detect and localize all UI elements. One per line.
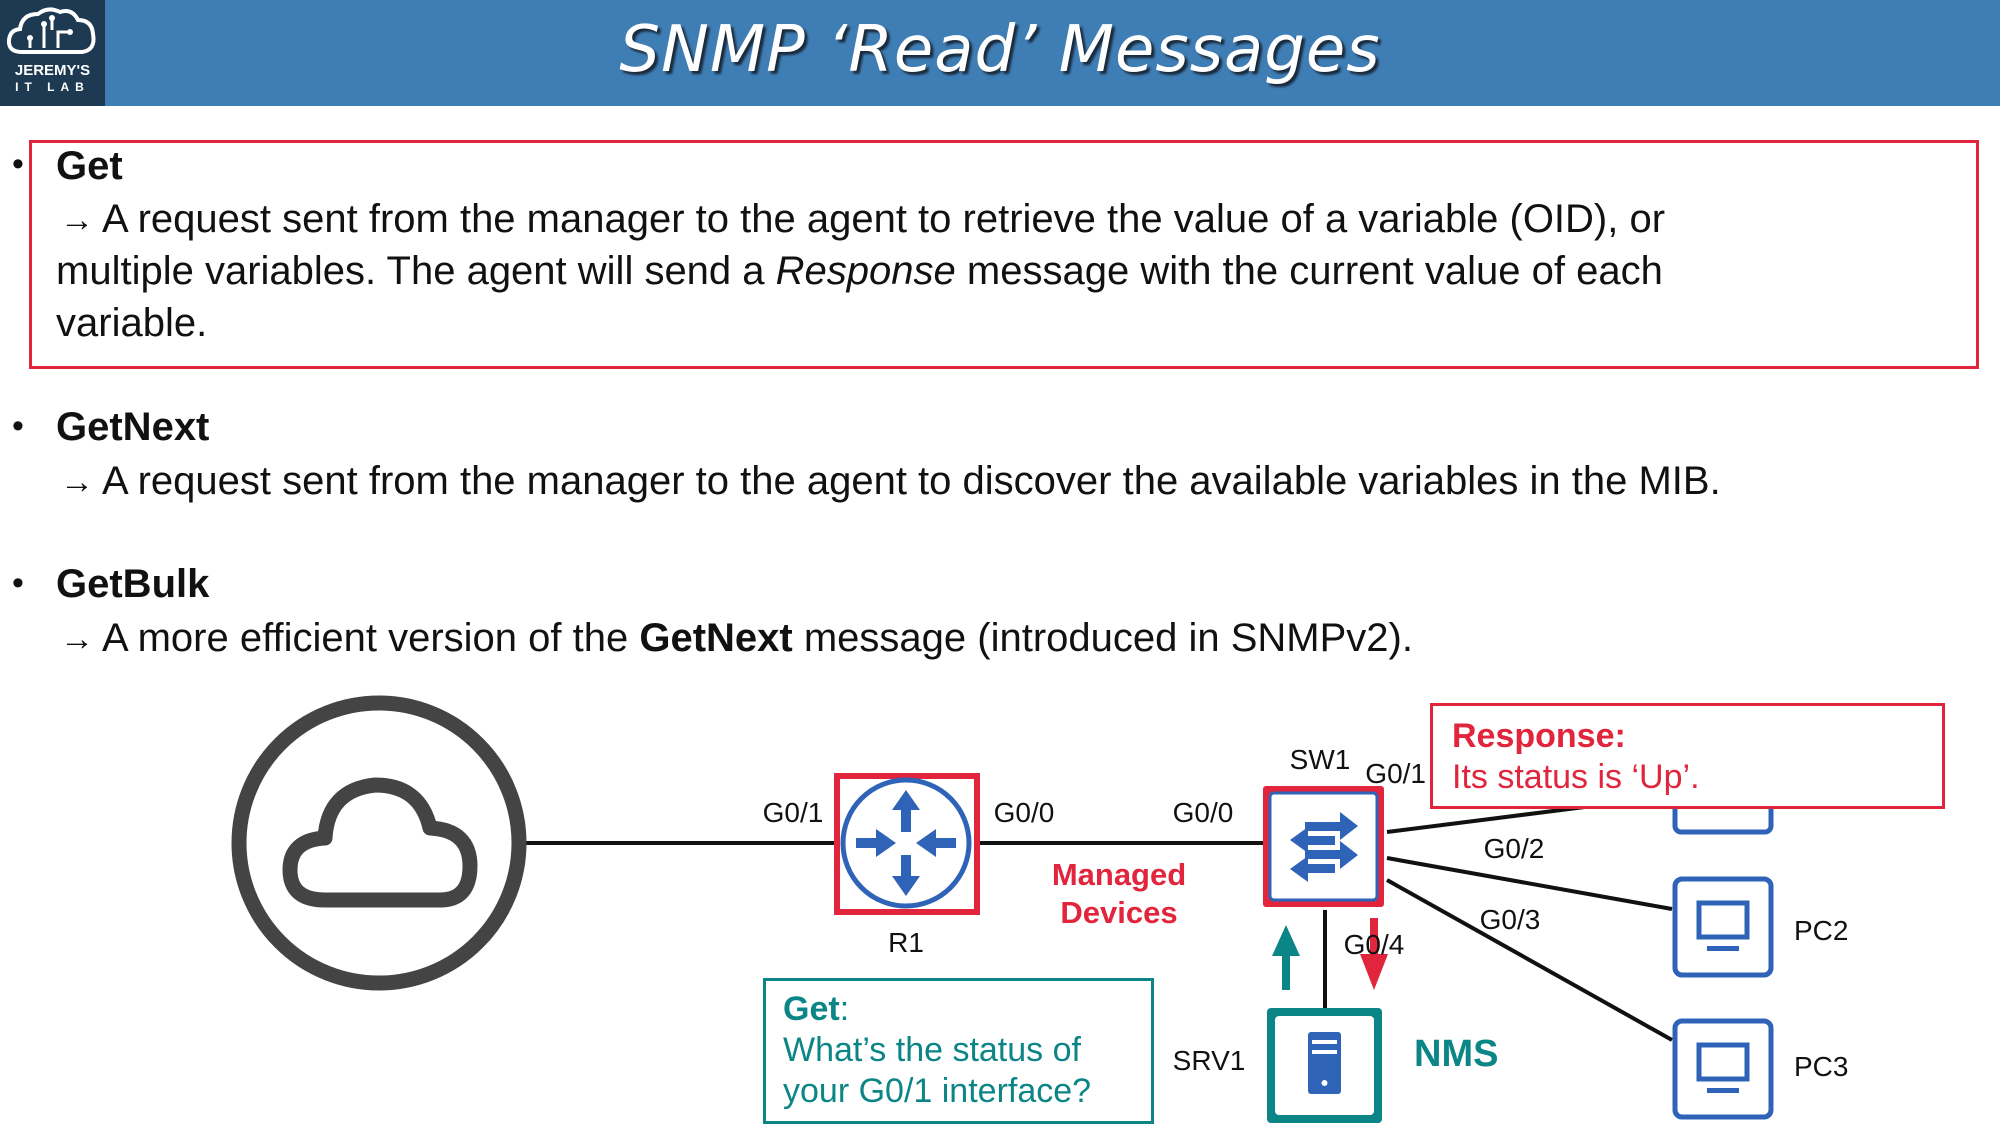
response-callout: Response: Its status is ‘Up’. (1430, 703, 1945, 809)
bullet: • (12, 564, 24, 602)
arrow-icon: → (60, 620, 94, 658)
pc2-label: PC2 (1794, 915, 1848, 946)
switch-sw1-icon[interactable] (1263, 786, 1384, 907)
pc2-icon[interactable] (1672, 876, 1774, 978)
heading-getnext: GetNext (56, 405, 210, 449)
heading-getbulk: GetBulk (56, 562, 210, 606)
sw1-g00-label: G0/0 (1173, 797, 1234, 828)
page-title: SNMP ‘Read’ Messages (619, 13, 1381, 87)
get-desc-line2: multiple variables. The agent will send … (56, 245, 1663, 297)
srv1-label: SRV1 (1173, 1045, 1246, 1076)
pc3-label: PC3 (1794, 1051, 1848, 1082)
heading-get: Get (56, 144, 123, 188)
response-callout-title: Response: (1452, 717, 1626, 755)
getbulk-desc-end: message (introduced in SNMPv2). (792, 616, 1413, 660)
r1-g00-label: G0/0 (994, 797, 1055, 828)
logo: JEREMY'S IT LAB (0, 0, 105, 106)
managed-devices-line1: Managed (1052, 857, 1186, 892)
bullet: • (12, 145, 24, 183)
getnext-desc: A request sent from the manager to the a… (102, 459, 1721, 503)
get-desc-line2-end: message with the current value of each (955, 249, 1663, 293)
sw1-g02-label: G0/2 (1484, 833, 1545, 864)
getnext-bold: GetNext (639, 616, 793, 660)
nms-label: NMS (1414, 1033, 1498, 1075)
bullet: • (12, 407, 24, 445)
get-highlight-box (29, 140, 1979, 369)
sw1-g03-label: G0/3 (1480, 904, 1541, 935)
router-r1-icon[interactable] (834, 773, 980, 915)
arrow-icon: → (60, 201, 94, 239)
response-italic: Response (775, 249, 956, 293)
get-desc-line1: A request sent from the manager to the a… (102, 197, 1666, 241)
cloud-circuit-icon (6, 7, 96, 54)
pc3-icon[interactable] (1672, 1018, 1774, 1120)
logo-text-top: JEREMY'S (14, 62, 91, 79)
link-sw1-pc3 (1386, 878, 1673, 1042)
getbulk-desc-start: A more efficient version of the (102, 616, 640, 660)
managed-devices-line2: Devices (1060, 895, 1177, 930)
getbulk-desc: A more efficient version of the GetNext … (102, 612, 1413, 664)
get-callout-title: Get: (783, 989, 849, 1030)
get-desc-line2-start: multiple variables. The agent will send … (56, 249, 776, 293)
link-sw1-pc2 (1386, 856, 1673, 911)
arrow-up-icon (1272, 925, 1300, 990)
arrow-down-icon (1360, 918, 1388, 990)
get-callout-colon: : (839, 990, 850, 1028)
get-desc-line3: variable. (56, 301, 208, 345)
get-callout-title-text: Get (783, 990, 840, 1028)
sw1-g01-label: G0/1 (1365, 758, 1426, 789)
logo-text-bottom: IT LAB (15, 80, 90, 94)
arrow-icon: → (60, 463, 94, 501)
sw1-g04-label: G0/4 (1344, 929, 1405, 960)
get-callout-line2: your G0/1 interface? (783, 1072, 1092, 1110)
title-bar (0, 0, 2000, 106)
internet-cloud-icon (231, 695, 527, 991)
sw1-label: SW1 (1290, 744, 1351, 775)
server-srv1-icon[interactable] (1267, 1008, 1382, 1123)
get-callout-line1: What’s the status of (783, 1031, 1081, 1069)
r1-g01-label: G0/1 (763, 797, 824, 828)
get-callout: Get: What’s the status of your G0/1 inte… (763, 978, 1154, 1124)
r1-label: R1 (888, 927, 924, 958)
response-callout-line1: Its status is ‘Up’. (1452, 758, 1700, 796)
